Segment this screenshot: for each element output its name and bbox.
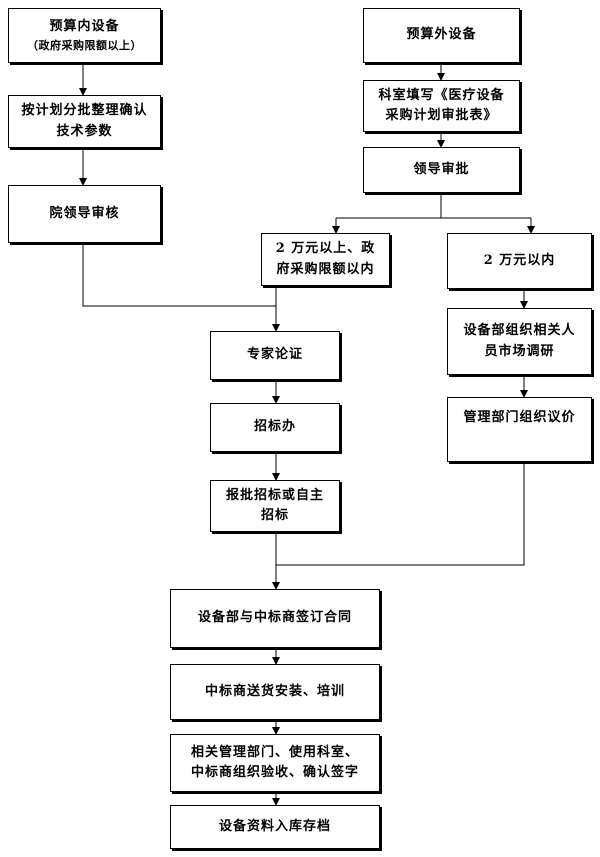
node-expert-review: 专家论证 xyxy=(210,331,340,380)
node-leader-approval: 领导审批 xyxy=(363,147,520,193)
node-within-20k: 2 万元以内 xyxy=(447,233,592,289)
node-delivery-install: 中标商送货安装、培训 xyxy=(170,664,380,720)
node-batch-confirm: 按计划分批整理确认 技术参数 xyxy=(8,95,161,148)
node-above-20k: 2 万元以上、政 府采购限额以内 xyxy=(261,233,390,286)
line-negotiation-to-contract xyxy=(276,462,525,566)
node-price-negotiation: 管理部门组织议价 xyxy=(447,397,592,462)
node-hospital-review: 院领导审核 xyxy=(8,185,161,243)
node-fill-form: 科室填写《医疗设备 采购计划审批表》 xyxy=(363,80,520,132)
node-acceptance: 相关管理部门、使用科室、 中标商组织验收、确认签字 xyxy=(170,734,380,792)
node-report-bidding: 报批招标或自主 招标 xyxy=(210,480,340,532)
node-budget-out: 预算外设备 xyxy=(363,8,520,63)
node-sign-contract: 设备部与中标商签订合同 xyxy=(170,589,380,648)
node-archive: 设备资料入库存档 xyxy=(170,805,380,849)
line-hospital-to-expert xyxy=(82,243,276,307)
node-equipment-research: 设备部组织相关人 员市场调研 xyxy=(447,308,592,375)
node-budget-in: 预算内设备 （政府采购限额以上） xyxy=(8,8,161,63)
node-bidding-office: 招标办 xyxy=(210,403,340,452)
